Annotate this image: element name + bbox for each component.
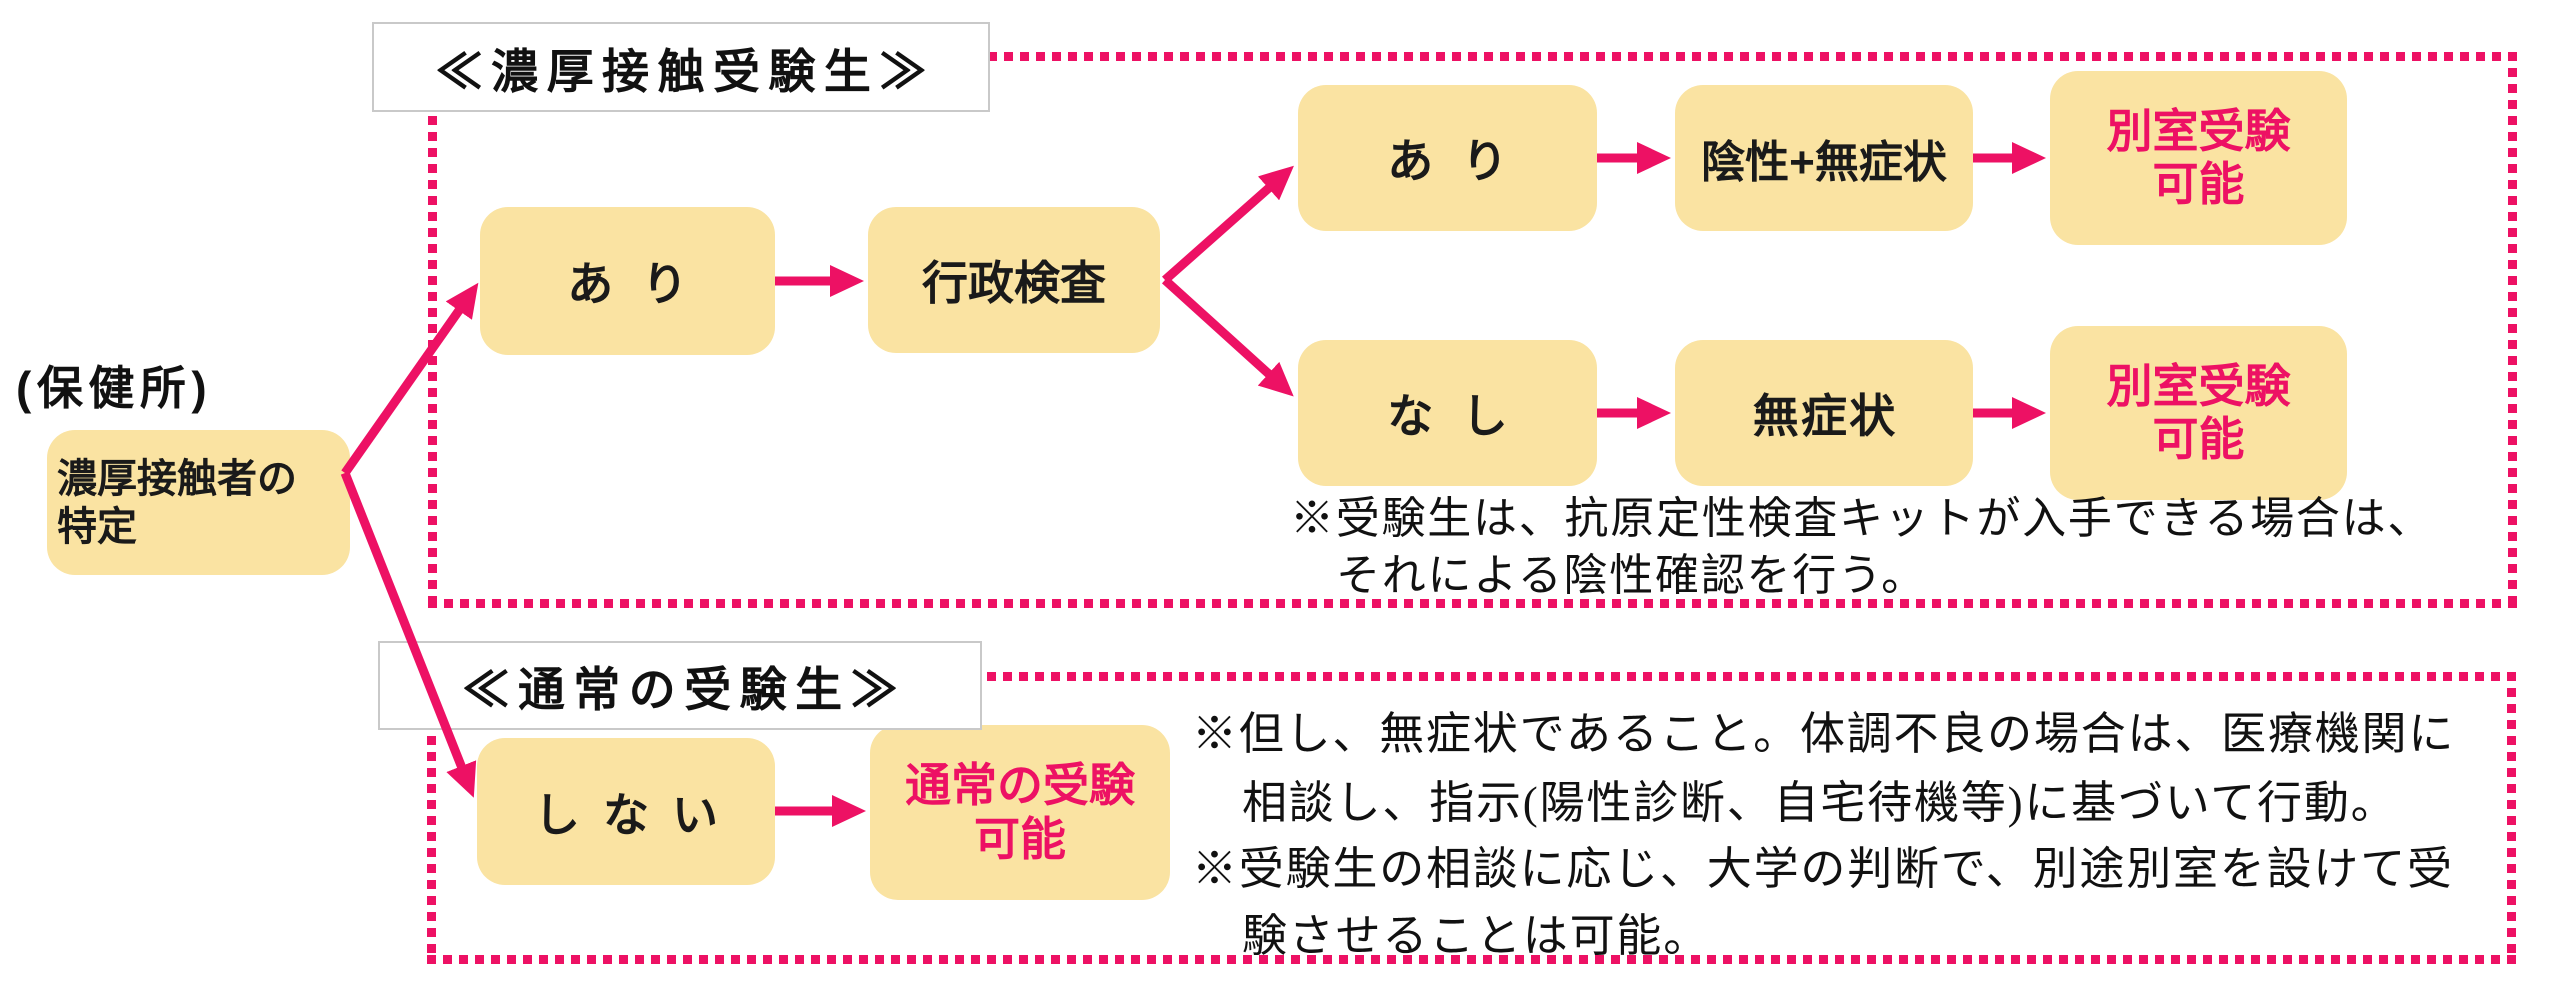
frame-edge bbox=[428, 52, 437, 608]
contact-yes-node: あり bbox=[480, 207, 775, 355]
node-label: なし bbox=[1387, 390, 1537, 442]
asymptomatic-condition-note: ※但し、無症状であること。体調不良の場合は、医療機関に 相談し、指示(陽性診断、… bbox=[1192, 700, 2455, 838]
identify-close-contacts-node: 濃厚接触者の 特定 bbox=[47, 430, 350, 575]
normal-section-header: ≪通常の受験生≫ bbox=[378, 641, 982, 730]
asymptomatic-node: 無症状 bbox=[1675, 340, 1973, 486]
frame-edge bbox=[428, 52, 2517, 61]
separate-room-result-node-top: 別室受験 可能 bbox=[2050, 71, 2347, 245]
administrative-test-node: 行政検査 bbox=[868, 207, 1160, 353]
section-header-label: ≪通常の受験生≫ bbox=[462, 663, 907, 716]
node-label: あり bbox=[1387, 135, 1537, 187]
frame-edge bbox=[427, 672, 436, 964]
node-label: しない bbox=[534, 788, 741, 841]
normal-exam-result-node: 通常の受験 可能 bbox=[870, 725, 1170, 900]
note-line: 験させることは可能。 bbox=[1242, 911, 1711, 961]
separate-room-result-node-bottom: 別室受験 可能 bbox=[2050, 326, 2347, 500]
node-label: 行政検査 bbox=[922, 257, 1106, 309]
frame-edge bbox=[427, 955, 2516, 964]
antigen-test-note: ※受験生は、抗原定性検査キットが入手できる場合は、 それによる陰性確認を行う。 bbox=[1290, 490, 2433, 604]
frame-edge bbox=[2507, 672, 2516, 964]
health-center-label: (保健所) bbox=[16, 362, 213, 414]
node-label: あり bbox=[567, 258, 717, 310]
normal-section-frame bbox=[427, 672, 2516, 964]
frame-edge bbox=[428, 599, 2517, 608]
note-line: ※受験生は、抗原定性検査キットが入手できる場合は、 bbox=[1290, 494, 2434, 543]
negative-asymptomatic-node: 陰性+無症状 bbox=[1675, 85, 1973, 231]
frame-edge bbox=[427, 672, 2516, 681]
frame-edge bbox=[2508, 52, 2517, 608]
close-contact-section-header: ≪濃厚接触受験生≫ bbox=[372, 22, 990, 112]
separate-room-option-note: ※受験生の相談に応じ、大学の判断で、別途別室を設けて受 験させることは可能。 bbox=[1192, 836, 2454, 970]
note-line: それによる陰性確認を行う。 bbox=[1336, 551, 1927, 600]
lower-branch-no-node: なし bbox=[1298, 340, 1597, 486]
upper-branch-yes-node: あり bbox=[1298, 85, 1597, 231]
note-line: 相談し、指示(陽性診断、自宅待機等)に基づいて行動。 bbox=[1242, 778, 2398, 828]
note-line: ※但し、無症状であること。体調不良の場合は、医療機関に bbox=[1192, 709, 2456, 759]
note-line: ※受験生の相談に応じ、大学の判断で、別途別室を設けて受 bbox=[1192, 844, 2454, 894]
contact-no-node: しない bbox=[477, 738, 775, 885]
section-header-label: ≪濃厚接触受験生≫ bbox=[435, 44, 935, 98]
node-label: 陰性+無症状 bbox=[1701, 138, 1947, 187]
node-label: 無症状 bbox=[1752, 390, 1898, 442]
